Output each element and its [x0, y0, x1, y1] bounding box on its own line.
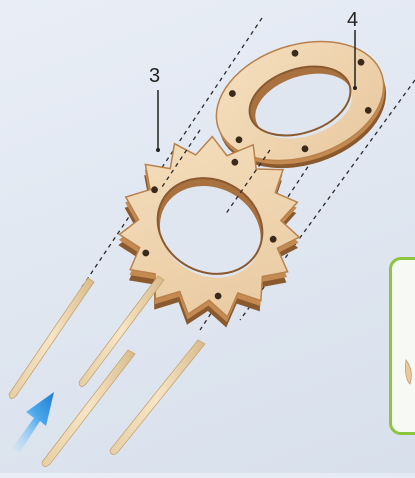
inset-illustration	[392, 260, 415, 435]
leader-dot-4	[353, 86, 357, 90]
part-number-4: 4	[347, 10, 358, 30]
wooden-sticks	[9, 276, 205, 467]
part-number-3: 3	[149, 66, 160, 86]
wooden-stick-3	[42, 350, 135, 467]
blue-arrow-icon	[12, 392, 54, 452]
detail-inset-panel	[389, 257, 415, 435]
leader-dot-3	[156, 148, 160, 152]
